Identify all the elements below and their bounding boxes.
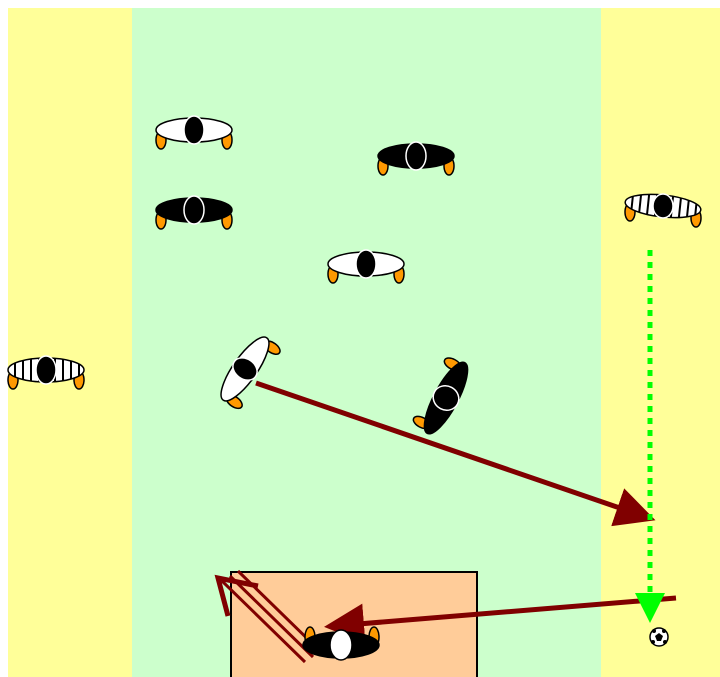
soccer-ball-icon[interactable] [650,628,668,646]
right-side-zone [601,8,720,677]
left-side-zone [8,8,132,677]
